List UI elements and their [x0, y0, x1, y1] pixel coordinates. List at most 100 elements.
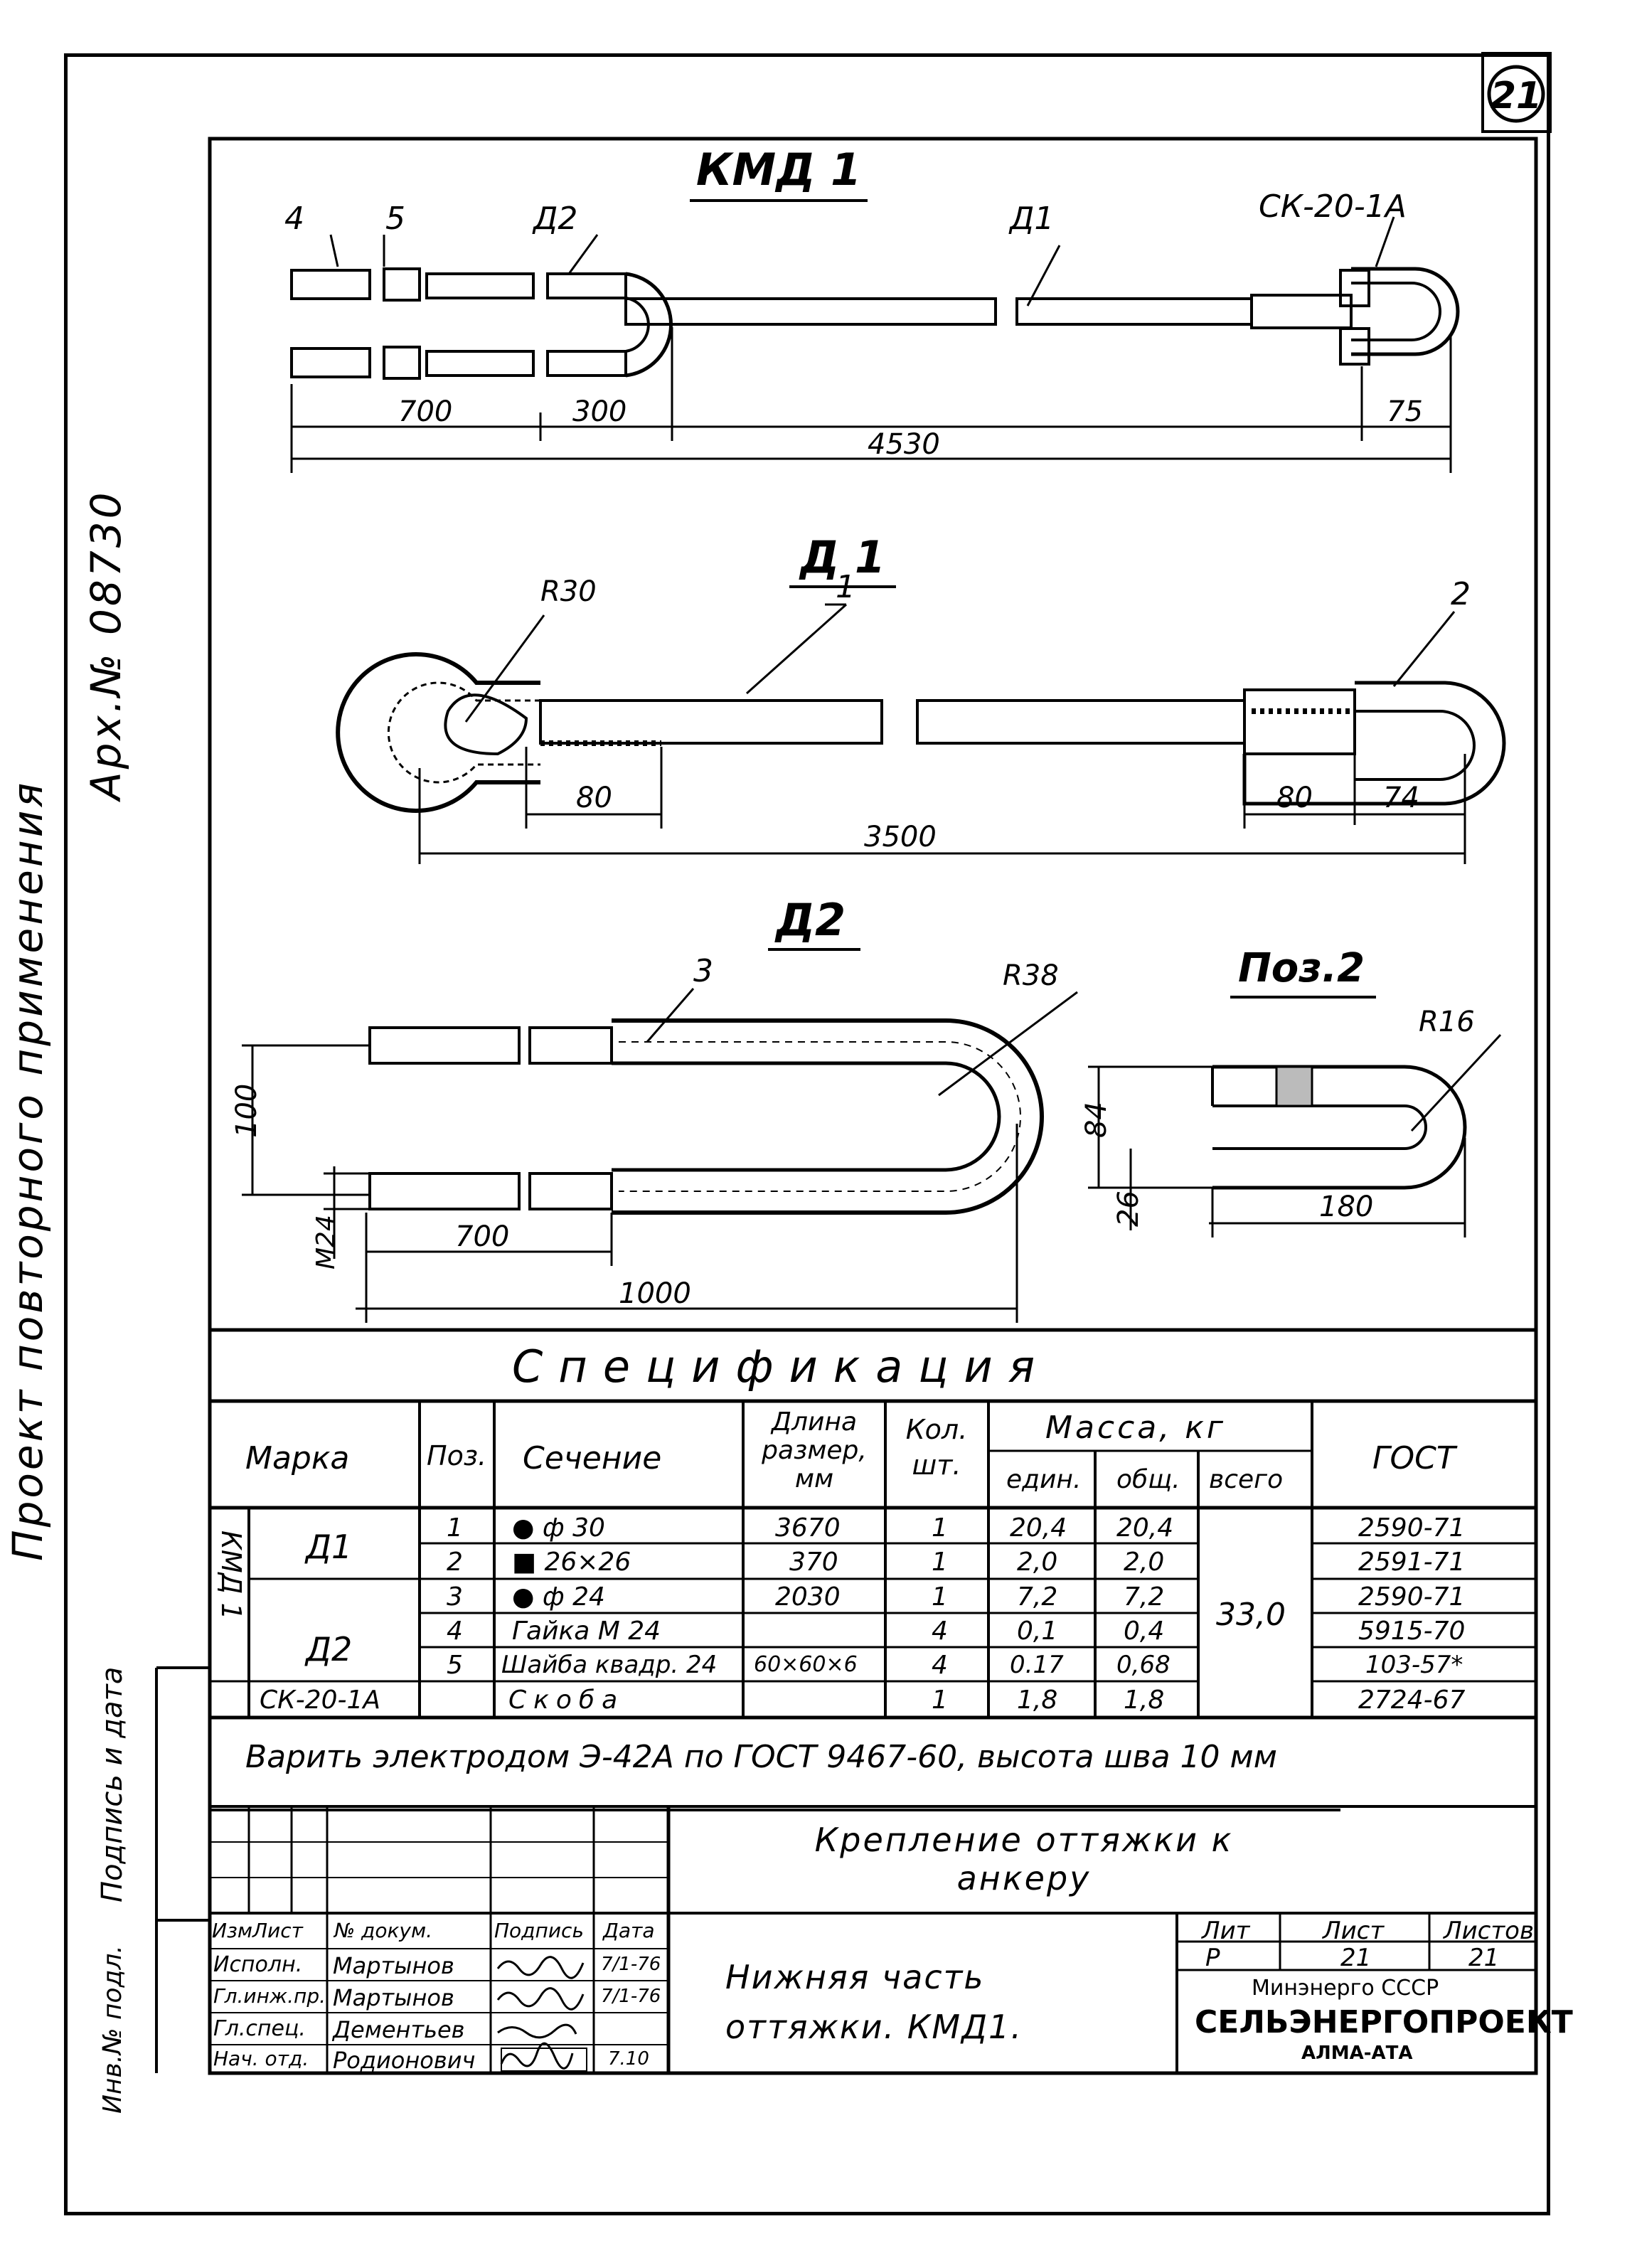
- tb-lists: 21: [1468, 1944, 1500, 1972]
- spec-row-poz: 5: [447, 1651, 463, 1680]
- spec-hdr-unit: един.: [1006, 1465, 1082, 1494]
- poz2-title: Поз.2: [1238, 945, 1365, 991]
- tb-name: Мартынов: [333, 1952, 454, 1979]
- spec-row-unit: 7,2: [1017, 1582, 1058, 1612]
- kmd1-dim-4530: 4530: [868, 428, 940, 461]
- sheet-badge: 21: [1481, 52, 1552, 133]
- spec-row-total: 0,4: [1124, 1617, 1165, 1646]
- tb-lists-hdr: Листов: [1444, 1917, 1535, 1945]
- spec-row-gost: 2590-71: [1358, 1582, 1466, 1612]
- kmd1-label-d1: Д1: [1008, 201, 1054, 237]
- poz2-dim-26: 26: [1112, 1191, 1145, 1227]
- spec-hdr-marka: Марка: [245, 1440, 350, 1476]
- spec-row-unit: 0,1: [1017, 1617, 1058, 1646]
- kmd1-label-pos4: 4: [284, 201, 304, 237]
- spec-row-poz: 3: [447, 1582, 463, 1612]
- spec-row-length: 2030: [775, 1582, 841, 1612]
- d2-view: Д2 3 R38 100 М24 700 1000: [230, 894, 1078, 1323]
- poz2-view: Поз.2 R16 84 26 180: [1080, 945, 1502, 1237]
- spec-row-unit: 20,4: [1010, 1513, 1067, 1543]
- tb-date: 7/1-76: [601, 1954, 661, 1975]
- d1-dim-74: 74: [1383, 782, 1419, 814]
- tb-name: Дементьев: [333, 2016, 465, 2043]
- spec-hdr-gost: ГОСТ: [1372, 1440, 1456, 1476]
- title-block: [210, 1806, 1536, 2073]
- spec-mark-d2: Д2: [306, 1630, 353, 1668]
- d1-label-pos1: 1: [836, 569, 855, 605]
- spec-mark-d1: Д1: [306, 1528, 353, 1566]
- spec-row-gost: 103-57*: [1365, 1651, 1463, 1679]
- tb-title: Крепление оттяжки к анкеру: [814, 1821, 1234, 1897]
- spec-row-qty: 4: [932, 1651, 948, 1680]
- spec-row-section: Шайба квадр. 24: [501, 1651, 718, 1679]
- tb-role: Гл.инж.пр.: [213, 1984, 326, 2008]
- spec-row-gost: 2591-71: [1358, 1548, 1466, 1577]
- spec-hdr-qty: Кол. шт.: [905, 1414, 968, 1481]
- spec-row-marka: СК-20-1А: [260, 1686, 381, 1715]
- spec-row-qty: 1: [932, 1548, 948, 1577]
- d1-label-r30: R30: [540, 575, 597, 608]
- tb-list: 21: [1340, 1944, 1372, 1972]
- poz2-label-r16: R16: [1419, 1006, 1475, 1038]
- spec-row-poz: 2: [447, 1548, 463, 1577]
- spec-title: Спецификация: [512, 1341, 1051, 1393]
- spec-row-unit: 1,8: [1017, 1686, 1058, 1715]
- spec-row-section: Скоба: [508, 1686, 625, 1715]
- spec-row-gost: 5915-70: [1358, 1617, 1466, 1646]
- spec-row-total: 2,0: [1124, 1548, 1165, 1577]
- tb-org2: СЕЛЬЭНЕРГОПРОЕКТ: [1195, 2004, 1573, 2040]
- d2-dim-700: 700: [455, 1220, 509, 1253]
- d1-label-pos2: 2: [1451, 576, 1471, 612]
- spec-row-length: 3670: [775, 1513, 841, 1543]
- kmd1-dim-700: 700: [398, 395, 452, 428]
- spec-row-qty: 1: [932, 1686, 948, 1715]
- spec-row-section: ■ 26×26: [512, 1548, 631, 1577]
- tb-role: Исполн.: [213, 1952, 303, 1977]
- spec-row-qty: 4: [932, 1617, 948, 1646]
- spec-group-kmd1: КМД 1: [215, 1530, 247, 1620]
- tb-date: 7.10: [608, 2048, 649, 2070]
- spec-row-section: ● ф 24: [512, 1582, 605, 1612]
- spec-row-length: 370: [789, 1548, 838, 1577]
- spec-hdr-length: Длина размер, мм: [762, 1407, 867, 1494]
- tb-name: Родионович: [333, 2047, 476, 2074]
- kmd1-label-pos5: 5: [385, 201, 405, 237]
- inner-frame: [208, 137, 1538, 2075]
- tb-lit: Р: [1205, 1944, 1220, 1972]
- d1-title: Д 1: [799, 531, 885, 583]
- spec-row-unit: 2,0: [1017, 1548, 1058, 1577]
- spec-hdr-poz: Поз.: [427, 1440, 487, 1471]
- d2-label-r38: R38: [1003, 959, 1059, 992]
- kmd1-view: КМД 1 4 5 Д2 Д1 СК-20-1А: [284, 144, 1460, 473]
- spec-row-section: Гайка М 24: [512, 1617, 661, 1646]
- d1-dim-80a: 80: [576, 782, 612, 814]
- spec-note: Варить электродом Э-42А по ГОСТ 9467-60,…: [245, 1739, 1277, 1775]
- spec-row-total: 1,8: [1124, 1686, 1165, 1715]
- spec-row-gost: 2590-71: [1358, 1513, 1466, 1543]
- tb-date: 7/1-76: [601, 1986, 661, 2007]
- spec-table: [210, 1328, 1536, 1808]
- kmd1-dim-300: 300: [572, 395, 626, 428]
- spec-row-length: 60×60×6: [754, 1652, 858, 1677]
- spec-row-unit: 0.17: [1010, 1651, 1064, 1679]
- tb-org3: АЛМА-АТА: [1301, 2043, 1413, 2064]
- tb-lit-hdr: Лит: [1202, 1917, 1250, 1945]
- d2-label-pos3: 3: [693, 953, 713, 989]
- d2-dim-1000: 1000: [619, 1277, 691, 1310]
- poz2-dim-180: 180: [1319, 1191, 1373, 1223]
- spec-row-qty: 1: [932, 1582, 948, 1612]
- d1-dim-80b: 80: [1276, 782, 1313, 814]
- spec-hdr-total: общ.: [1116, 1465, 1180, 1494]
- svg-text:21: 21: [1491, 75, 1542, 117]
- spec-row-total: 0,68: [1116, 1651, 1171, 1679]
- spec-row-total: 7,2: [1124, 1582, 1165, 1612]
- tb-col-list: Лист: [252, 1919, 303, 1942]
- spec-row-section: ● ф 30: [512, 1513, 605, 1543]
- spec-hdr-all: всего: [1209, 1465, 1284, 1494]
- d2-dim-100: 100: [230, 1084, 263, 1138]
- tb-col-izm: Изм: [212, 1919, 252, 1942]
- tb-role: Гл.спец.: [213, 2016, 306, 2041]
- kmd1-title: КМД 1: [696, 144, 861, 196]
- tb-col-sign: Подпись: [494, 1919, 584, 1942]
